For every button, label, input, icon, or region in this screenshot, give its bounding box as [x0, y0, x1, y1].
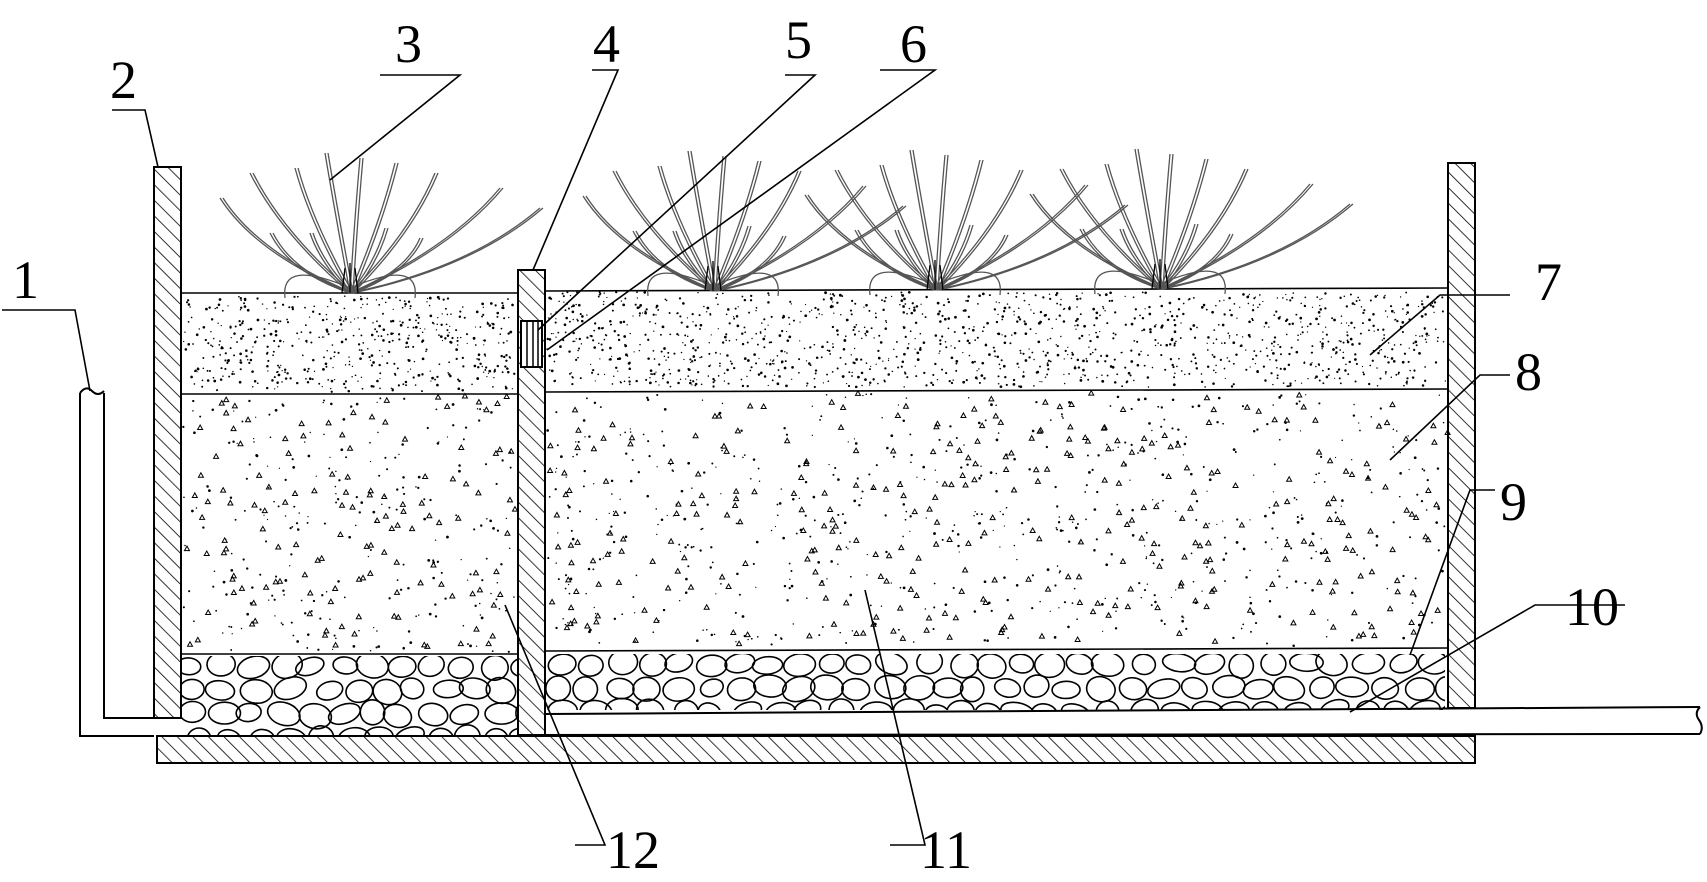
- layer-boundaries: [181, 287, 1449, 655]
- label-10: 10: [1565, 577, 1619, 637]
- plant-icon: [804, 149, 1129, 296]
- label-3: 3: [395, 14, 422, 74]
- gravel-layer-left: [182, 392, 519, 653]
- label-7: 7: [1535, 252, 1562, 312]
- label-6: 6: [900, 14, 927, 74]
- leader-lines: [2, 69, 1625, 846]
- base-slab: [156, 735, 1476, 764]
- plant-icon: [219, 152, 544, 299]
- gravel-layer-right: [546, 389, 1451, 647]
- partition-opening: [520, 320, 543, 368]
- label-4: 4: [593, 14, 620, 74]
- sand-layer-right: [546, 290, 1447, 389]
- label-8: 8: [1515, 342, 1542, 402]
- label-2: 2: [110, 50, 137, 110]
- label-1: 1: [12, 250, 39, 310]
- cobble-layer-right: [545, 654, 1445, 710]
- label-5: 5: [785, 10, 812, 70]
- label-12: 12: [606, 820, 660, 880]
- plants: [219, 148, 1354, 299]
- sand-layer-left: [183, 295, 516, 393]
- plant-icon: [1029, 148, 1354, 295]
- left-wall: [153, 166, 182, 719]
- right-wall: [1447, 162, 1476, 709]
- label-9: 9: [1500, 472, 1527, 532]
- label-11: 11: [920, 820, 972, 880]
- plant-icon: [582, 150, 907, 297]
- outlet-pipe: [517, 706, 1703, 736]
- inlet-pipe: [79, 387, 154, 737]
